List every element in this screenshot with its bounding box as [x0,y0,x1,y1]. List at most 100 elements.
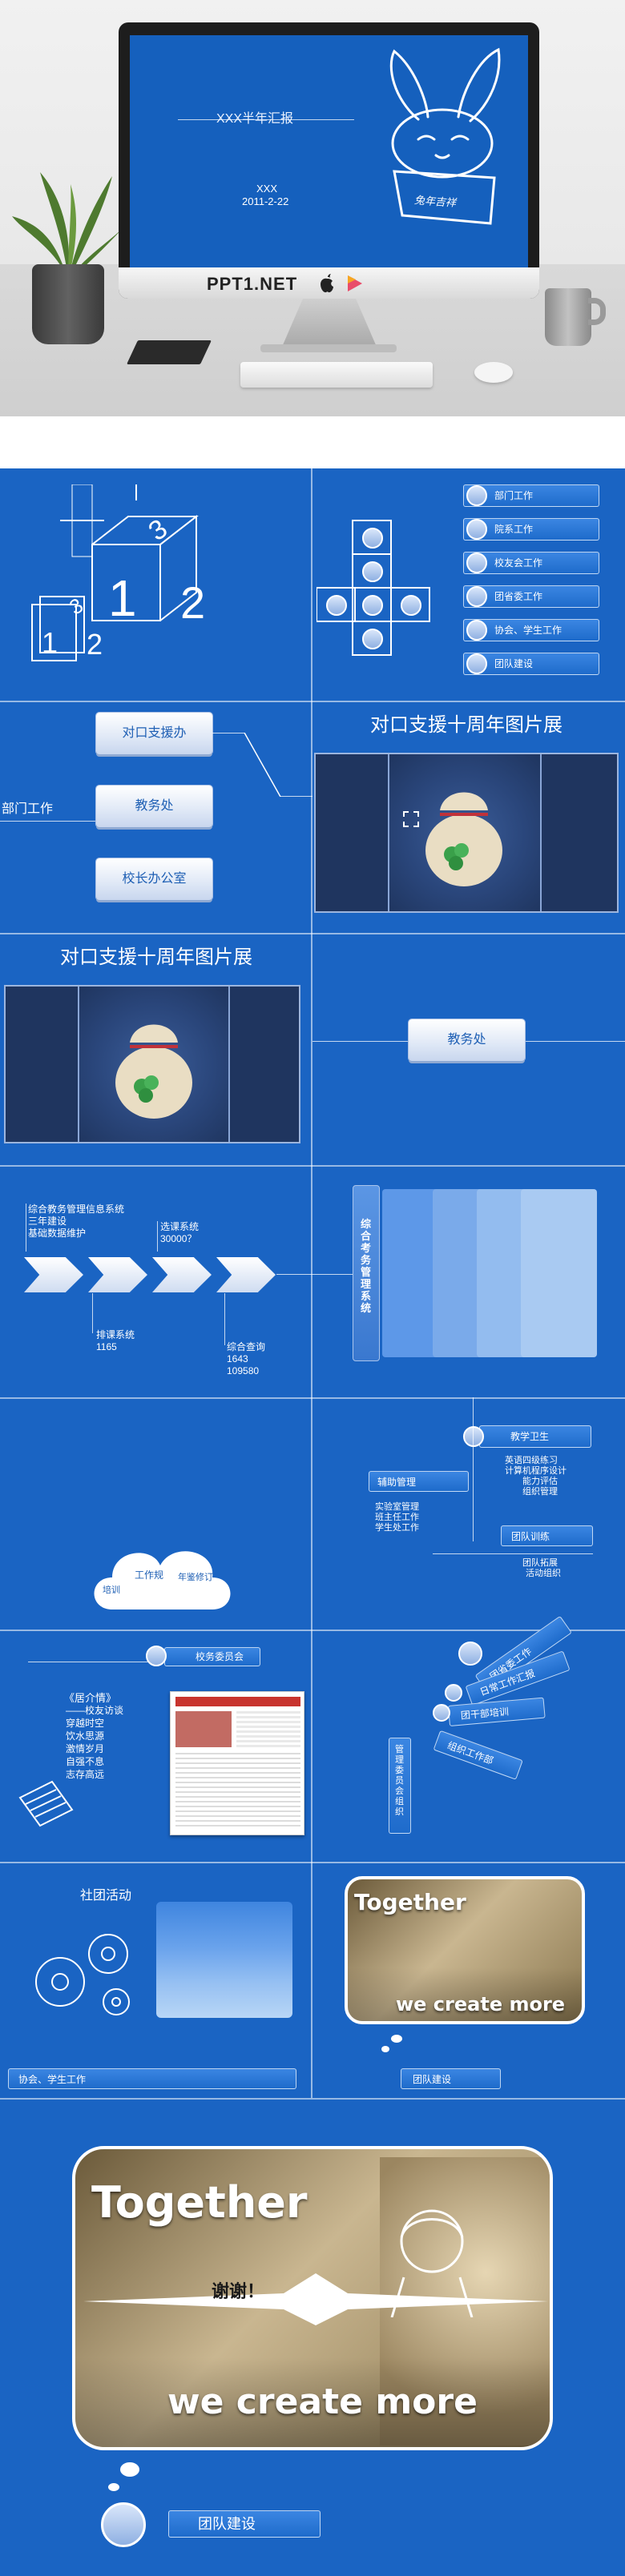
list-item: 激情岁月 [66,1743,105,1754]
menu-icon [466,519,487,540]
together-photo[interactable]: Together we create more [345,1876,585,2024]
grid-h7 [0,2098,625,2100]
tree-leaf: 团队拓展 [522,1558,558,1568]
tree-trunk [473,1397,474,1541]
thanks-text: 谢谢！ [212,2282,265,2302]
thanks-photo[interactable]: Together 谢谢！ we create more [72,2146,553,2450]
menu-item-label: 院系工作 [494,524,534,535]
support-office-button[interactable]: 对口支援办 [96,713,212,754]
chevron-down-icon [362,629,383,649]
webpage-body [175,1753,300,1830]
tree-branch [433,1553,593,1554]
process-arrow[interactable] [152,1257,212,1292]
menu-item-label: 部门工作 [494,490,534,501]
slide-gallery: 3 1 2 3 1 2 部门工作 院系工作 校友会工作 团省委工作 协会、学生工… [0,468,625,2576]
gear-icon [401,595,421,616]
badge-icon [146,1646,167,1666]
menu-item-youth-league[interactable]: 团省委工作 [463,585,599,608]
association-bar[interactable]: 协会、学生工作 [8,2068,296,2089]
documents-icon [18,1780,74,1827]
team-building-bar[interactable]: 团队建设 [401,2068,501,2089]
bar-label: 团队建设 [413,2074,452,2085]
gallery-divider [388,754,389,911]
bar-label: 协会、学生工作 [18,2074,87,2085]
monitor: XXX半年汇报 XXX 2011-2-22 兔年吉祥 PPT1.NET [119,22,539,299]
vertical-label-panel[interactable]: 管理委员会组织 [389,1738,411,1834]
webpage-photo [175,1711,232,1747]
menu-icon [466,553,487,573]
academic-affairs-button[interactable]: 教务处 [96,786,212,827]
academic-affairs-button[interactable]: 教务处 [409,1019,525,1061]
cover-title: XXX半年汇报 [216,112,294,126]
fan-item[interactable]: 团干部培训 [447,1697,546,1726]
tree-node-mid[interactable]: 辅助管理 [369,1471,469,1492]
menu-icon [466,620,487,641]
photo-gallery[interactable] [314,753,619,913]
process-arrow[interactable] [24,1257,83,1292]
cover-author: XXX [256,183,278,195]
team-building-bar[interactable]: 团队建设 [168,2510,321,2538]
tree-node-bottom[interactable]: 团队训练 [501,1525,593,1546]
tree-leaf: 活动组织 [526,1569,561,1578]
council-badge[interactable]: 校务委员会 [164,1647,260,1666]
expand-icon[interactable] [402,810,420,828]
process-note: 30000？ [160,1233,197,1244]
webpage-screenshot[interactable] [170,1691,304,1835]
menu-item-label: 团队建设 [494,658,534,669]
tree-node-label: 辅助管理 [377,1477,417,1488]
photo-gallery[interactable] [4,985,300,1143]
stack-bar [521,1189,597,1357]
icon-cross-grid [317,520,430,656]
webpage-text [236,1711,300,1747]
cloud-shape [94,1551,231,1609]
together-subheading: we create more [396,1993,566,2015]
grid-h2 [0,933,625,934]
tree-leaf: 能力评估 [522,1477,558,1486]
connector-line [0,821,96,822]
connector-line [92,1293,93,1333]
system-label: 综合考务管理系统 [361,1218,372,1314]
apple-icon [321,274,333,293]
bubble-dot [391,2035,402,2043]
number-cubes [31,484,199,661]
menu-item-label: 校友会工作 [494,557,543,569]
photo-shadow [348,1967,582,2021]
activity-title: 社团活动 [80,1889,132,1903]
cup-handle [588,298,606,325]
president-office-button[interactable]: 校长办公室 [96,858,212,900]
process-arrow[interactable] [216,1257,276,1292]
connector-line [157,1221,158,1252]
vertical-label: 管理委员会组织 [395,1745,404,1817]
menu-icon [466,586,487,607]
process-arrow[interactable] [88,1257,147,1292]
cover-slide[interactable]: XXX半年汇报 XXX 2011-2-22 兔年吉祥 [130,35,528,267]
rabbit-icon [389,47,501,225]
tree-node-top[interactable]: 教学卫生 [479,1425,591,1448]
connector-line [276,1274,353,1275]
hero-mockup: XXX半年汇报 XXX 2011-2-22 兔年吉祥 PPT1.NET [0,0,625,416]
plant-pot [32,264,104,344]
monitor-chin: PPT1.NET [119,267,539,299]
tree-leaf: 班主任工作 [375,1513,419,1522]
tree-node-label: 团队训练 [511,1531,550,1542]
webpage-header [175,1697,300,1706]
node-icon [463,1426,484,1447]
fan-item[interactable]: 组织工作部 [433,1730,523,1780]
mouse [474,362,513,383]
fan-item-label: 组织工作部 [446,1739,495,1767]
grid-h3 [0,1165,625,1167]
monitor-icon [362,528,383,549]
menu-item-association[interactable]: 协会、学生工作 [463,619,599,641]
tree-leaf: 实验室管理 [375,1502,419,1512]
process-note: 综合教务管理信息系统 [28,1204,125,1215]
bubble-dot [120,2462,139,2477]
list-item: 志存高远 [66,1769,105,1780]
menu-item-label: 协会、学生工作 [494,625,562,636]
cover-date: 2011-2-22 [242,195,289,207]
bar-label: 团队建设 [198,2516,256,2532]
connector-line [212,733,312,797]
cube-number: 2 [180,577,206,628]
system-label-panel[interactable]: 综合考务管理系统 [353,1185,380,1361]
connector-line [224,1293,225,1345]
grid-h1 [0,701,625,702]
